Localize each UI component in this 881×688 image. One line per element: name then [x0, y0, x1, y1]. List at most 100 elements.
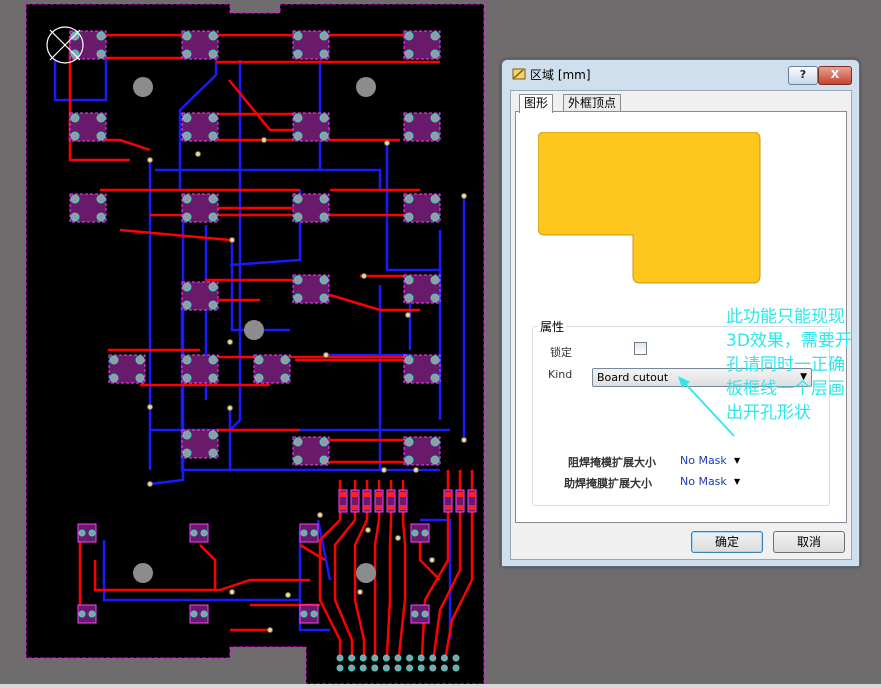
connector-pin [348, 664, 356, 672]
connector-pin [336, 664, 344, 672]
via [227, 405, 233, 411]
connector-pin [371, 654, 379, 662]
switch-footprint [403, 274, 441, 304]
via [195, 151, 201, 157]
mounting-hole [133, 563, 153, 583]
ok-button[interactable]: 确定 [691, 531, 763, 553]
switch-footprint [403, 436, 441, 466]
connector-pin [417, 664, 425, 672]
small-footprint [77, 523, 97, 543]
origin-marker-icon [46, 26, 84, 64]
region-properties-dialog: 区域 [mm] ? X 图形 外框顶点 属性 锁定 Kind Board cut… [501, 59, 860, 567]
switch-footprint [292, 274, 330, 304]
small-footprint [410, 523, 430, 543]
chip-component [467, 489, 477, 513]
connector-pin [452, 654, 460, 662]
cancel-button[interactable]: 取消 [773, 531, 845, 553]
via [405, 312, 411, 318]
switch-footprint [181, 354, 219, 384]
status-strip [0, 684, 881, 688]
connector-pin [348, 654, 356, 662]
switch-footprint [108, 354, 146, 384]
connector-pin [382, 664, 390, 672]
switch-footprint [403, 354, 441, 384]
dialog-title-bar[interactable]: 区域 [mm] ? X [502, 60, 859, 88]
annotation-line: 孔请同时一正确 [726, 355, 845, 375]
tab-shape[interactable]: 图形 [519, 94, 554, 113]
switch-footprint [292, 112, 330, 142]
dialog-title: 区域 [mm] [530, 68, 591, 82]
connector-pin [452, 664, 460, 672]
switch-footprint [292, 30, 330, 60]
via [267, 627, 273, 633]
solder-mask-expansion-select[interactable]: No Mask [680, 454, 727, 467]
via [381, 467, 387, 473]
via [227, 339, 233, 345]
chevron-down-icon: ▼ [800, 372, 807, 382]
switch-footprint [69, 30, 107, 60]
via [461, 437, 467, 443]
via [147, 157, 153, 163]
switch-footprint [292, 193, 330, 223]
via [413, 467, 419, 473]
small-footprint [77, 604, 97, 624]
connector-pin [359, 664, 367, 672]
via [429, 557, 435, 563]
switch-footprints [69, 30, 477, 672]
connector-pin [440, 664, 448, 672]
connector-pin [382, 654, 390, 662]
via [365, 527, 371, 533]
help-button[interactable]: ? [788, 66, 818, 85]
region-shape-preview [538, 132, 761, 284]
annotation-arrow-icon [678, 376, 735, 437]
chip-component [398, 489, 408, 513]
properties-group [532, 326, 830, 506]
lock-checkbox[interactable] [634, 342, 647, 355]
switch-footprint [403, 193, 441, 223]
connector-pin [394, 654, 402, 662]
mounting-hole [356, 563, 376, 583]
small-footprint [299, 523, 319, 543]
small-footprint [189, 523, 209, 543]
via [147, 404, 153, 410]
connector-pin [429, 664, 437, 672]
mounting-hole [133, 77, 153, 97]
via [229, 237, 235, 243]
tab-outline-vertices[interactable]: 外框顶点 [563, 94, 622, 112]
kind-label: Kind [548, 368, 573, 381]
via [461, 193, 467, 199]
properties-title: 属性 [538, 318, 567, 335]
connector-pin [406, 664, 414, 672]
via [285, 592, 291, 598]
via [229, 589, 235, 595]
via [323, 352, 329, 358]
annotation-note: 此功能只能现现 3D效果，需要开 孔请同时一正确 板框线一个层画 出开孔形状 [726, 305, 881, 425]
connector-pin [394, 664, 402, 672]
paste-mask-expansion-select[interactable]: No Mask [680, 475, 727, 488]
chip-component [386, 489, 396, 513]
switch-footprint [253, 354, 291, 384]
mounting-holes [133, 77, 376, 583]
chip-component [362, 489, 372, 513]
kind-select[interactable]: Board cutout ▼ [592, 368, 812, 387]
small-footprint [189, 604, 209, 624]
annotation-line: 出开孔形状 [726, 403, 811, 423]
via [357, 589, 363, 595]
connector-pin [440, 654, 448, 662]
kind-value: Board cutout [597, 371, 669, 384]
chip-component [455, 489, 465, 513]
via [361, 273, 367, 279]
chevron-down-icon[interactable]: ▼ [734, 477, 741, 486]
small-footprint [299, 604, 319, 624]
mounting-hole [244, 320, 264, 340]
chip-component [338, 489, 348, 513]
via [261, 137, 267, 143]
switch-footprint [69, 193, 107, 223]
connector-pin [371, 664, 379, 672]
switch-footprint [181, 429, 219, 459]
close-button[interactable]: X [818, 66, 852, 85]
switch-footprint [181, 112, 219, 142]
chevron-down-icon[interactable]: ▼ [734, 456, 741, 465]
switch-footprint [292, 436, 330, 466]
